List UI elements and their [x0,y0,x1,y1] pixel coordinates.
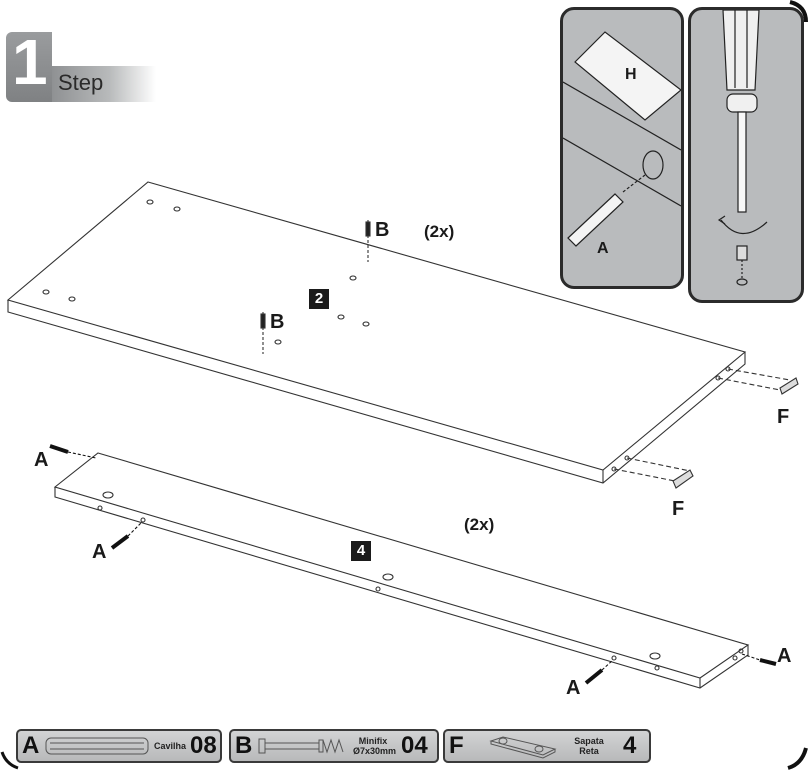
legend-a-count: 08 [190,732,217,759]
rail-part-number: 4 [351,541,371,561]
foot-f-label-1: F [777,406,790,428]
legend-b-count: 04 [401,732,428,759]
dowel-icon [567,193,624,247]
panel-part-number: 2 [309,289,329,309]
legend-part-a: A Cavilha 08 [16,729,222,763]
legend-f-count: 4 [623,732,637,759]
inset-screwdriver [688,7,804,303]
dowel-icon [45,737,149,755]
step-label: Step [58,70,104,95]
screwdriver-icon [717,10,768,286]
minifix-screw-icon [258,738,344,754]
dowel-a-label-1: A [34,449,49,471]
legend-part-f: F Sapata Reta 4 [443,729,651,763]
panel-quantity: (2x) [424,222,455,241]
foot-f-label-2: F [672,498,685,520]
panel-part-2 [6,181,747,484]
step-bar [52,66,156,102]
dowel-a-markers [49,444,777,685]
legend-b-name: Minifix Ø7x30mm [353,736,397,756]
glue-dowel-illustration [563,31,681,247]
dowel-a-label-3: A [566,677,581,699]
screw-b-label-2: B [270,311,285,333]
glue-bottle-icon [574,31,681,121]
dowel-a-label-4: A [777,645,792,667]
step-number-box: 1 [6,26,52,102]
screw-b-marker-2 [260,312,266,354]
legend-f-name: Sapata Reta [574,736,604,756]
legend-a-letter: A [22,732,40,759]
screw-b-marker-1 [365,220,371,262]
foot-pad-icon [489,736,557,759]
glue-label: H [625,66,637,83]
foot-f-2 [613,457,694,489]
rail-part-4 [53,452,750,689]
legend-f-letter: F [449,732,464,759]
legend-b-letter: B [235,732,253,759]
dowel-a-label-2: A [92,541,107,563]
step-badge: 1 Step [6,26,156,102]
step-number: 1 [12,26,48,98]
rail-quantity: (2x) [464,515,495,534]
inset-dowel-label: A [597,240,609,257]
inset-glue-dowel: H A [560,7,684,289]
foot-f-1 [717,368,799,395]
legend-a-name: Cavilha [154,741,187,751]
screw-b-label-1: B [375,219,390,241]
legend-part-b: B Minifix Ø7x30mm 04 [229,729,439,763]
